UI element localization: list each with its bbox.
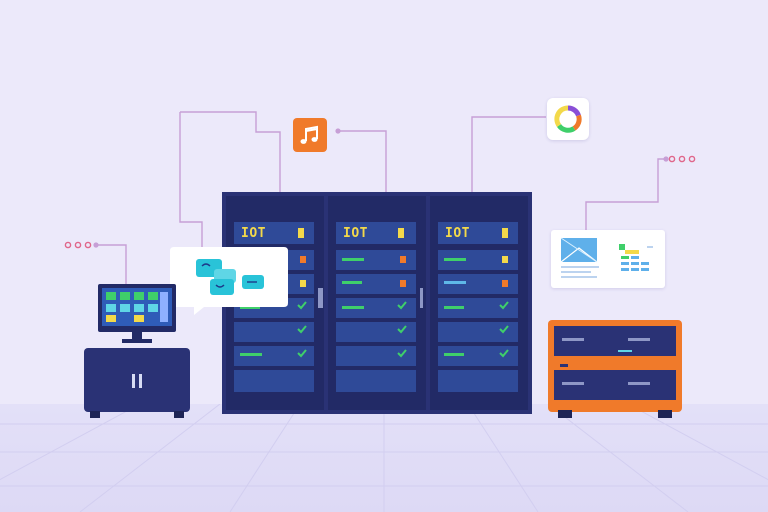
chart-tile [547, 98, 589, 140]
server-unit-icon [548, 320, 682, 418]
rack-label-1: IOT [241, 226, 266, 241]
signal-dots-right [668, 155, 696, 163]
donut-chart-icon [554, 105, 582, 133]
dashboard-card [551, 230, 665, 288]
music-note-icon [300, 125, 318, 144]
dashboard-card-icon [560, 237, 653, 278]
cable-chart [471, 116, 546, 195]
rack-2 [320, 196, 426, 410]
orange-server-unit [548, 320, 682, 420]
floor-grid [0, 404, 768, 512]
chat-card [170, 247, 288, 315]
cable-desktop [96, 244, 127, 287]
rack-3 [430, 196, 528, 410]
cable-rack-center [338, 130, 387, 195]
signal-dots-left [64, 241, 92, 249]
desktop-monitor-icon [84, 284, 190, 418]
chat-bubbles-icon [170, 247, 288, 315]
rack-label-3: IOT [445, 226, 470, 241]
cable-dashboard [585, 158, 666, 230]
cable-chat [179, 112, 203, 248]
server-racks [222, 192, 532, 414]
music-tile [293, 118, 327, 152]
cable-music [180, 111, 281, 195]
desktop-station [84, 282, 190, 418]
rack-label-2: IOT [343, 226, 368, 241]
floor [0, 404, 768, 512]
